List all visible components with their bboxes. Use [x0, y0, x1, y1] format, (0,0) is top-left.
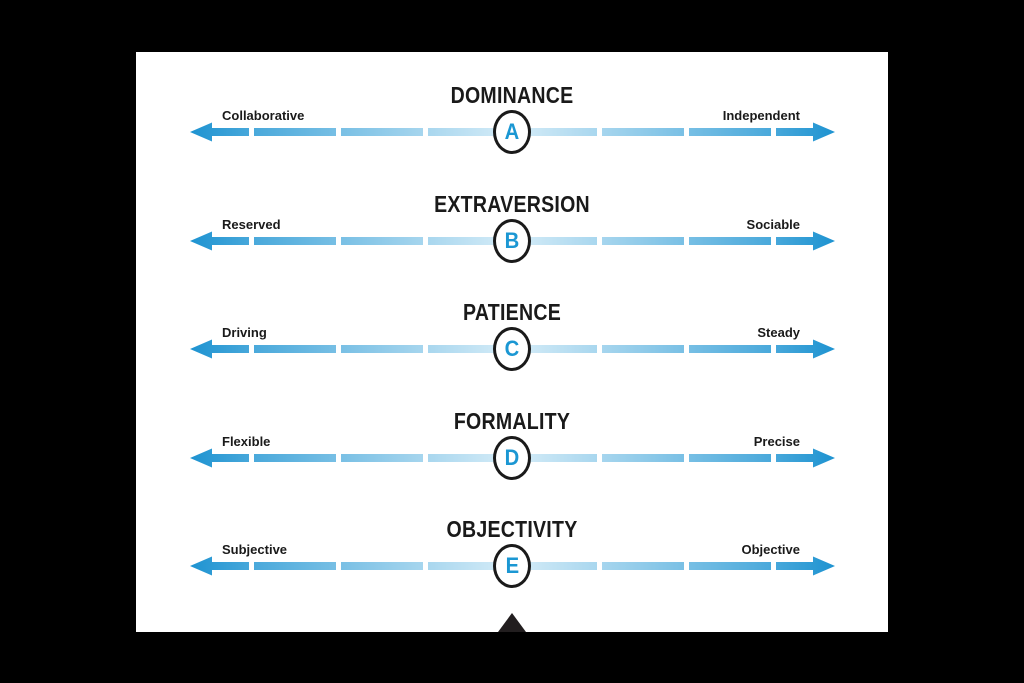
left-arrowhead-icon — [189, 231, 212, 251]
right-arrowhead-icon — [812, 556, 835, 576]
marker-letter: E — [505, 553, 519, 579]
scale-endpoint-labels: Reserved Sociable — [136, 217, 888, 232]
left-arrowhead-icon — [189, 448, 212, 468]
spectrum-arrow: C — [189, 327, 835, 372]
left-endpoint-label: Subjective — [222, 542, 288, 558]
spectrum-arrow: B — [189, 218, 835, 263]
right-endpoint-label: Sociable — [746, 216, 800, 232]
scale-endpoint-labels: Flexible Precise — [136, 434, 888, 449]
spectrum-arrow: A — [189, 110, 835, 154]
scale-endpoint-labels: Subjective Objective — [136, 542, 888, 557]
right-endpoint-label: Independent — [722, 108, 800, 123]
personality-scales-card: DOMINANCE Collaborative Independent — [136, 52, 888, 632]
scale-row-dominance: DOMINANCE Collaborative Independent — [136, 52, 888, 161]
scale-title: DOMINANCE — [450, 82, 574, 108]
left-arrowhead-icon — [189, 556, 212, 576]
position-marker: B — [493, 218, 531, 263]
left-endpoint-label: Flexible — [222, 433, 271, 449]
scale-title: OBJECTIVITY — [446, 516, 578, 543]
up-triangle-pointer-icon — [498, 613, 526, 632]
spectrum-arrow: D — [189, 435, 835, 480]
scale-title: PATIENCE — [463, 299, 561, 326]
spectrum-arrow: E — [189, 544, 835, 589]
marker-letter: D — [504, 444, 520, 470]
marker-letter: B — [504, 227, 520, 253]
left-endpoint-label: Driving — [222, 325, 267, 341]
scale-endpoint-labels: Driving Steady — [136, 325, 888, 340]
right-arrowhead-icon — [812, 339, 835, 359]
left-arrowhead-icon — [189, 122, 212, 142]
left-endpoint-label: Reserved — [222, 216, 281, 232]
marker-letter: A — [504, 119, 520, 144]
marker-letter: C — [504, 336, 520, 362]
left-arrowhead-icon — [189, 339, 212, 359]
scale-title: EXTRAVERSION — [434, 190, 590, 217]
scale-row-objectivity: OBJECTIVITY Subjective Objective — [136, 486, 888, 595]
right-endpoint-label: Objective — [741, 542, 800, 558]
scale-row-formality: FORMALITY Flexible Precise — [136, 378, 888, 487]
double-arrow-icon — [189, 448, 835, 468]
right-arrowhead-icon — [812, 122, 835, 142]
scale-title: FORMALITY — [453, 407, 571, 434]
scale-row-extraversion: EXTRAVERSION Reserved Sociable — [136, 161, 888, 270]
position-marker: D — [493, 435, 531, 480]
double-arrow-icon — [189, 339, 835, 359]
position-marker: E — [493, 544, 531, 589]
double-arrow-icon — [189, 122, 835, 142]
left-endpoint-label: Collaborative — [222, 108, 305, 123]
scale-endpoint-labels: Collaborative Independent — [136, 108, 888, 123]
right-endpoint-label: Precise — [753, 433, 800, 449]
position-marker: C — [493, 327, 531, 372]
scale-row-patience: PATIENCE Driving Steady — [136, 269, 888, 378]
double-arrow-icon — [189, 231, 835, 251]
position-marker: A — [493, 110, 531, 154]
double-arrow-icon — [189, 556, 835, 576]
right-arrowhead-icon — [812, 231, 835, 251]
right-arrowhead-icon — [812, 448, 835, 468]
right-endpoint-label: Steady — [757, 325, 800, 341]
